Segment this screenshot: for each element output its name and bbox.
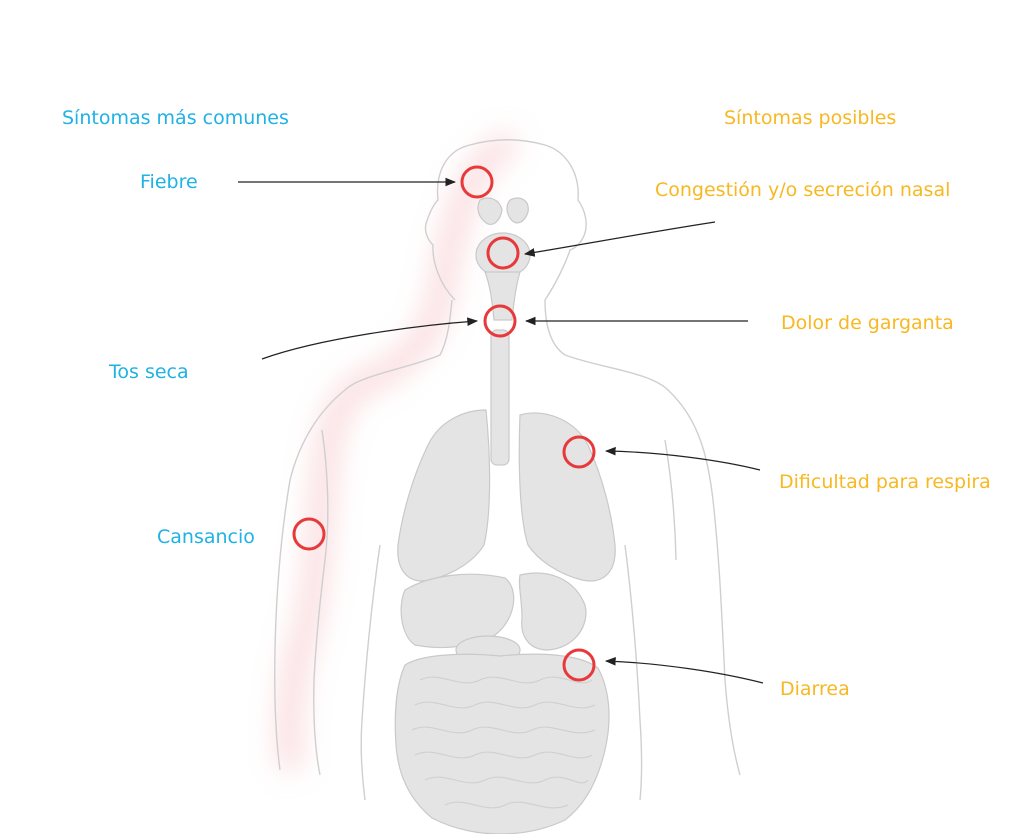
arrow-cough [262, 321, 477, 359]
pharynx [485, 272, 520, 320]
symptom-dry-cough: Tos seca [109, 361, 189, 383]
symptom-sore-throat: Dolor de garganta [781, 312, 954, 334]
symptom-fatigue: Cansancio [157, 526, 255, 548]
right-lung [519, 413, 615, 581]
nasal-cavity [476, 233, 530, 277]
sinus-shape [478, 198, 502, 224]
trachea [491, 330, 509, 465]
organs [395, 198, 615, 834]
symptom-fever: Fiebre [140, 171, 198, 193]
heading-common-symptoms: Síntomas más comunes [62, 107, 289, 129]
symptom-nasal-congestion: Congestión y/o secreción nasal [655, 179, 950, 201]
left-lung [398, 410, 490, 581]
arrow-breathing [606, 451, 760, 470]
arrow-nasal [525, 222, 715, 254]
sinus-shape-right [507, 198, 528, 223]
stomach [519, 573, 586, 650]
symptom-breathing-difficulty: Dificultad para respira [779, 471, 1021, 493]
heading-possible-symptoms: Síntomas posibles [724, 107, 896, 129]
symptom-diarrhea: Diarrea [780, 678, 850, 700]
arrow-diarrhea [606, 661, 763, 683]
